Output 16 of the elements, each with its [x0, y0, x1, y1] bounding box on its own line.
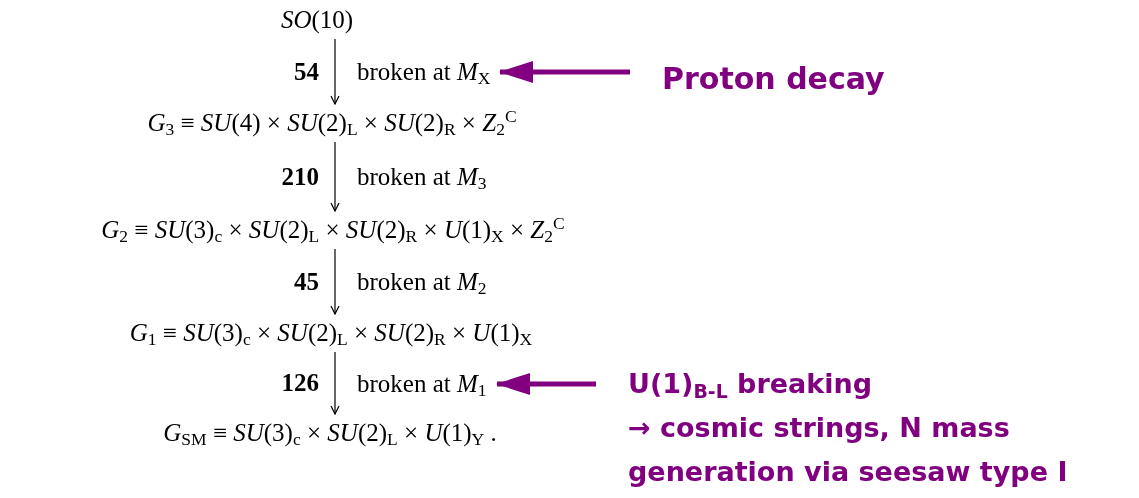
formula-text: broken at M$_{1}$: [357, 369, 487, 400]
formula-text: G$_{1}$ ≡ SU(3)$_{c}$ × SU(2)$_{L}$ × SU(2)$_{R}$ × U(1)$_{X}$: [129, 318, 533, 349]
formula-text: SO(10): [280, 5, 354, 36]
formula-text: broken at M$_{X}$: [357, 57, 491, 88]
annotation-text: U(1)$_{B-L}$ breaking: [628, 367, 873, 404]
arrow: [499, 61, 630, 83]
arrow: [330, 351, 340, 415]
arrow: [330, 248, 340, 315]
formula-text: G$_{SM}$ ≡ SU(3)$_{c}$ × SU(2)$_{L}$ × U(1)$_{Y}$ .: [163, 418, 497, 449]
formula-text: broken at M$_{3}$: [357, 162, 487, 193]
arrow: [496, 373, 596, 395]
arrow: [330, 38, 340, 105]
arrow: [330, 141, 340, 212]
annotation-text: Proton decay: [662, 60, 885, 98]
annotation-text: → cosmic strings, N mass generation via seesaw type I: [628, 411, 1069, 489]
formula-text: broken at M$_{2}$: [357, 267, 487, 298]
